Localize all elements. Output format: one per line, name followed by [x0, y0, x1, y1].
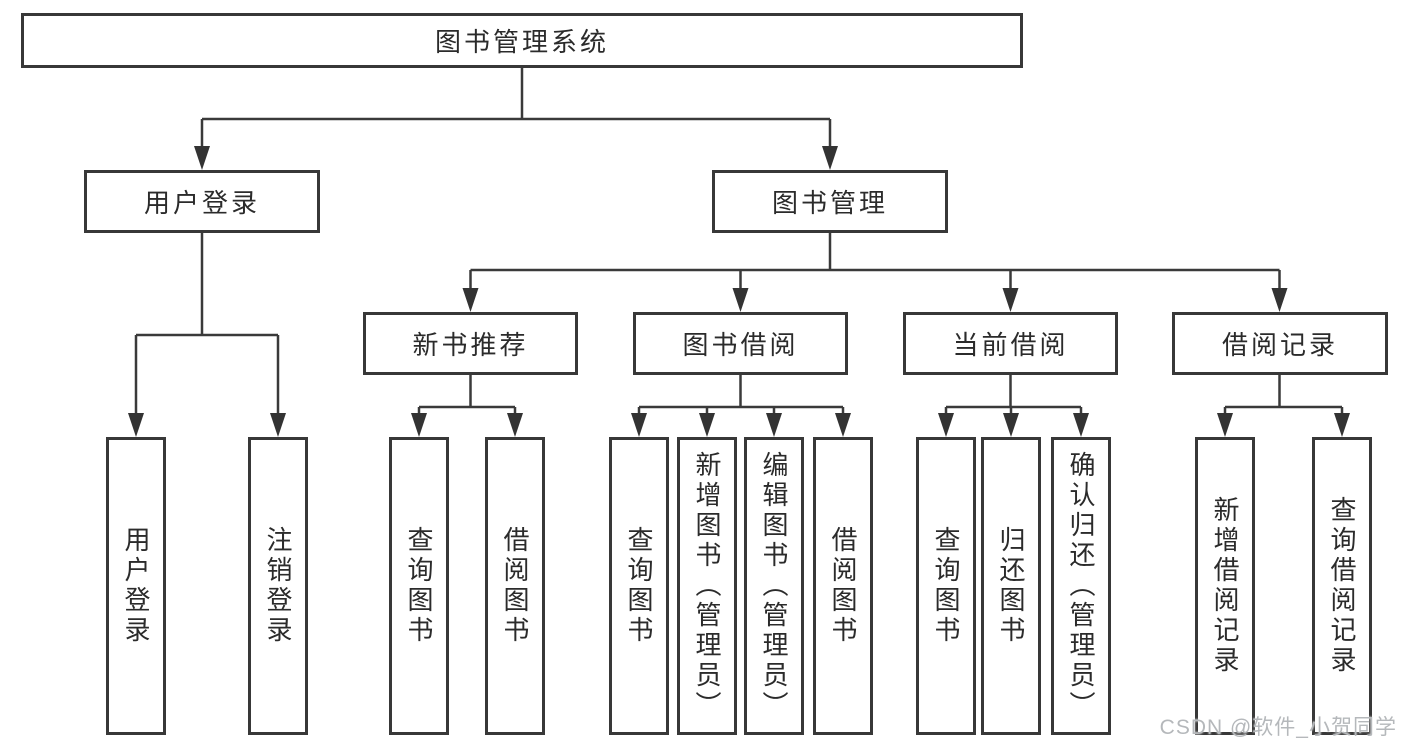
- node-new-books-query: 查询图书: [389, 437, 449, 735]
- connector-line: [469, 233, 1281, 290]
- node-user-login: 用户登录: [84, 170, 320, 233]
- node-current-return: 归还图书: [981, 437, 1041, 735]
- node-records-query: 查询借阅记录: [1312, 437, 1372, 735]
- connector-root-children: [194, 68, 838, 170]
- node-book-mgmt: 图书管理: [712, 170, 948, 233]
- arrowhead-icon: [1334, 413, 1350, 437]
- arrowhead-icon: [938, 413, 954, 437]
- node-current-confirm: 确认归还（管理员）: [1051, 437, 1111, 735]
- node-current-query: 查询图书: [916, 437, 976, 735]
- arrowhead-icon: [1002, 288, 1019, 312]
- arrowhead-icon: [411, 413, 427, 437]
- node-borrow-edit: 编辑图书（管理员）: [744, 437, 804, 735]
- arrowhead-icon: [631, 413, 647, 437]
- node-current-borrow: 当前借阅: [903, 312, 1118, 375]
- node-borrow-borrow: 借阅图书: [813, 437, 873, 735]
- arrowhead-icon: [732, 288, 749, 312]
- node-logout-op: 注销登录: [248, 437, 308, 735]
- node-borrow-records: 借阅记录: [1172, 312, 1388, 375]
- connector-current-borrow-children: [938, 375, 1089, 437]
- connector-user-login-children: [128, 233, 286, 437]
- connector-book-mgmt-children: [462, 233, 1288, 312]
- arrowhead-icon: [1003, 413, 1019, 437]
- node-records-add: 新增借阅记录: [1195, 437, 1255, 735]
- arrowhead-icon: [822, 146, 838, 170]
- arrowhead-icon: [270, 413, 286, 437]
- arrowhead-icon: [766, 413, 782, 437]
- arrowhead-icon: [462, 288, 479, 312]
- node-borrow-query: 查询图书: [609, 437, 669, 735]
- node-new-books: 新书推荐: [363, 312, 578, 375]
- node-root: 图书管理系统: [21, 13, 1023, 68]
- node-login-op: 用户登录: [106, 437, 166, 735]
- connector-line: [1223, 375, 1344, 415]
- connector-line: [134, 233, 280, 415]
- connector-line: [637, 375, 845, 415]
- arrowhead-icon: [194, 146, 210, 170]
- arrowhead-icon: [128, 413, 144, 437]
- arrowhead-icon: [507, 413, 523, 437]
- arrowhead-icon: [1271, 288, 1288, 312]
- arrowhead-icon: [835, 413, 851, 437]
- node-borrow-add: 新增图书（管理员）: [677, 437, 737, 735]
- arrowhead-icon: [1217, 413, 1233, 437]
- arrowhead-icon: [1073, 413, 1089, 437]
- connector-line: [200, 68, 832, 148]
- connector-book-borrow-children: [631, 375, 851, 437]
- arrowhead-icon: [699, 413, 715, 437]
- node-book-borrow: 图书借阅: [633, 312, 848, 375]
- connector-line: [417, 375, 517, 415]
- connector-new-books-children: [411, 375, 523, 437]
- connector-borrow-records-children: [1217, 375, 1350, 437]
- connector-line: [944, 375, 1083, 415]
- node-new-books-borrow: 借阅图书: [485, 437, 545, 735]
